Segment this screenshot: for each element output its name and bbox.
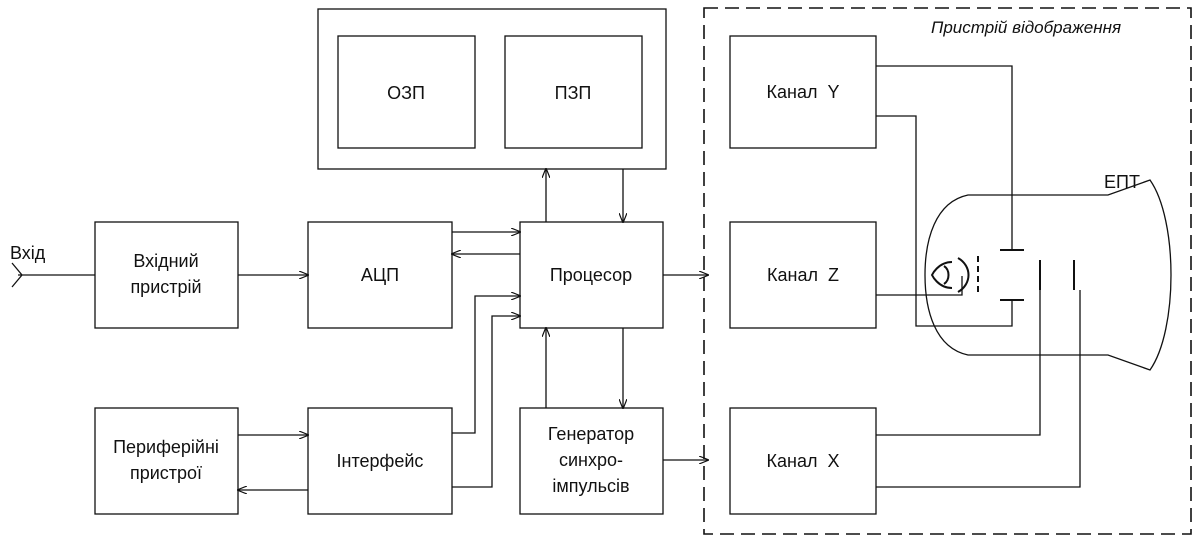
arrow-interface-to-processor-2 xyxy=(452,316,520,488)
memory-block xyxy=(317,8,667,170)
display-device-frame xyxy=(703,7,1192,535)
rom-box xyxy=(504,35,643,149)
input-device-label-1: Вхідний xyxy=(133,251,198,271)
wire-channel-x-bottom xyxy=(876,290,1081,488)
sync-generator-label-2: синхро- xyxy=(559,450,623,470)
display-device-label: Пристрій відображення xyxy=(931,18,1121,37)
crt-tube-icon xyxy=(924,179,1172,371)
input-device-label-2: пристрій xyxy=(130,277,201,297)
interface-box xyxy=(307,407,453,515)
interface-label: Інтерфейс xyxy=(337,451,424,471)
input-connector-icon xyxy=(11,262,95,288)
peripherals-label-2: пристрої xyxy=(130,463,202,483)
channel-x-label: Канал X xyxy=(767,451,840,471)
wire-channel-y-bottom xyxy=(876,115,1013,327)
peripherals-box xyxy=(94,407,239,515)
adc-label: АЦП xyxy=(361,265,399,285)
processor-label: Процесор xyxy=(550,265,632,285)
rom-label: ПЗП xyxy=(555,83,592,103)
arrow-interface-to-processor-1 xyxy=(452,296,520,434)
input-device-box xyxy=(94,221,239,329)
wire-channel-y-top xyxy=(876,65,1013,250)
sync-generator-label-3: імпульсів xyxy=(552,476,629,496)
channel-x-box xyxy=(729,407,877,515)
input-label: Вхід xyxy=(10,243,46,263)
wire-channel-x-top xyxy=(876,290,1041,436)
sync-generator-box xyxy=(519,407,664,515)
wire-channel-z xyxy=(876,276,963,296)
channel-y-label: Канал Y xyxy=(767,82,840,102)
crt-cathode-icon xyxy=(930,261,953,289)
sync-generator-label-1: Генератор xyxy=(548,424,634,444)
channel-z-label: Канал Z xyxy=(767,265,839,285)
ram-box xyxy=(337,35,476,149)
channel-y-box xyxy=(729,35,877,149)
channel-z-box xyxy=(729,221,877,329)
crt-label: ЕПТ xyxy=(1104,172,1140,192)
peripherals-label-1: Периферійні xyxy=(113,437,219,457)
ram-label: ОЗП xyxy=(387,83,425,103)
